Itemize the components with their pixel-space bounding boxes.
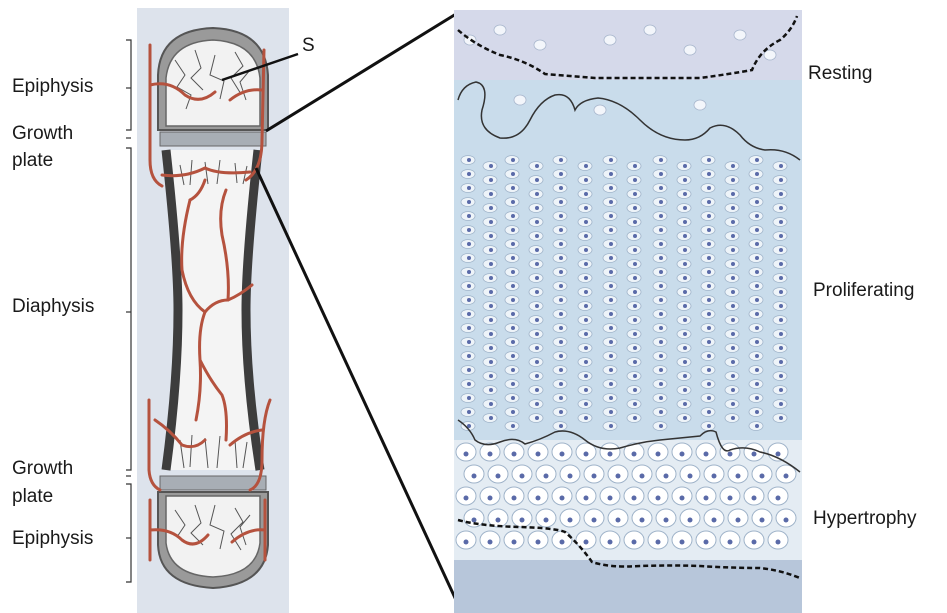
label-growth-plate-bottom-line1: Growth <box>12 455 73 483</box>
region-brackets <box>126 40 131 582</box>
zone-label-resting: Resting <box>808 60 872 88</box>
zoom-line-bottom <box>256 168 456 600</box>
zone-label-proliferating: Proliferating <box>813 277 914 305</box>
zone-label-hypertrophy: Hypertrophy <box>813 505 917 533</box>
top-growth-plate <box>160 132 266 146</box>
zoom-line-top <box>266 14 456 131</box>
label-growth-plate-top-line2: plate <box>12 147 53 175</box>
long-bone <box>158 28 268 588</box>
label-s-marker: S <box>302 32 315 60</box>
label-growth-plate-top-line1: Growth <box>12 120 73 148</box>
bottom-growth-plate <box>160 476 266 490</box>
label-growth-plate-bottom-line2: plate <box>12 483 53 511</box>
histology-section <box>454 10 802 613</box>
label-epiphysis-top: Epiphysis <box>12 73 93 101</box>
label-epiphysis-bottom: Epiphysis <box>12 525 93 553</box>
label-diaphysis: Diaphysis <box>12 293 94 321</box>
